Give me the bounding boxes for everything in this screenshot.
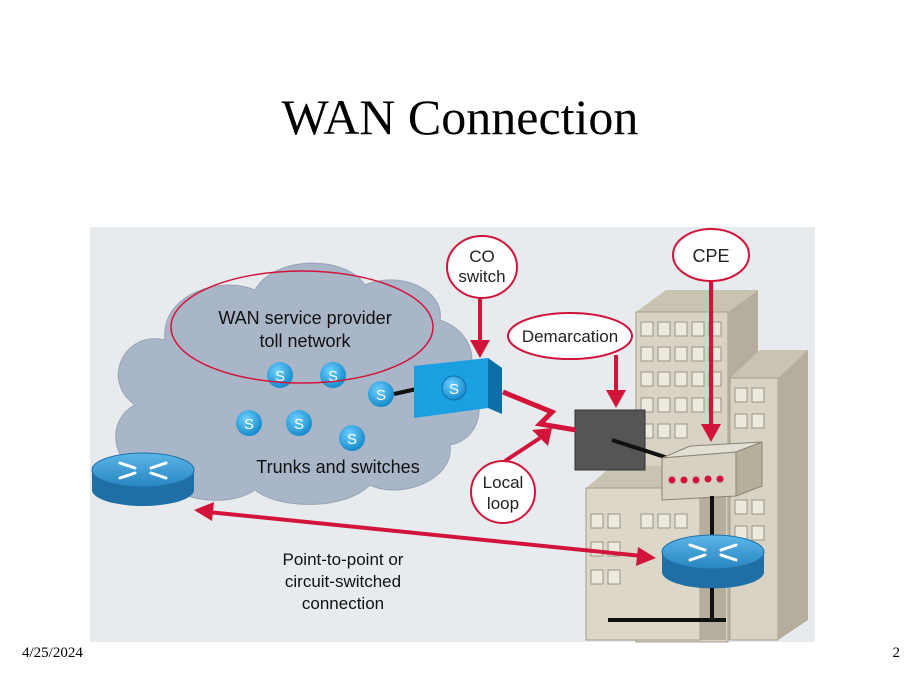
co-switch-device: S <box>414 358 502 418</box>
p2p-label-line2: circuit-switched <box>285 572 401 591</box>
customer-router-icon <box>661 534 765 589</box>
local-loop-label-line1: Local <box>483 473 524 492</box>
cpe-pointer-head <box>701 424 721 442</box>
customer-building <box>585 290 808 643</box>
local-loop-line <box>502 389 577 433</box>
switch-label: S <box>294 416 304 433</box>
switch-label: S <box>376 387 386 404</box>
switch-icon <box>339 425 365 451</box>
slide-number: 2 <box>892 645 901 661</box>
slide-title: WAN Connection <box>281 89 639 145</box>
p2p-label-line3: connection <box>302 594 384 613</box>
local-loop-label-line2: loop <box>487 494 519 513</box>
local-loop-callout <box>470 460 536 524</box>
demarcation-pointer-head <box>606 390 626 408</box>
slide-date: 4/25/2024 <box>22 645 83 661</box>
remote-router-icon <box>91 452 195 506</box>
wan-provider-callout <box>170 270 434 384</box>
demarcation-device <box>574 409 646 471</box>
demarcation-callout <box>507 312 633 360</box>
cpe-device <box>661 441 763 501</box>
co-switch-label-line2: switch <box>458 267 505 286</box>
switch-label: S <box>275 368 285 385</box>
switch-icon <box>368 381 394 407</box>
switch-label: S <box>347 431 357 448</box>
cpe-label: CPE <box>692 246 729 266</box>
co-switch-label-line1: CO <box>469 247 495 266</box>
wan-cloud <box>115 262 480 505</box>
demarcation-label: Demarcation <box>522 327 618 346</box>
switch-icon <box>236 410 262 436</box>
switch-label: S <box>244 416 254 433</box>
switch-label: S <box>328 368 338 385</box>
switch-icon <box>286 410 312 436</box>
trunks-label: Trunks and switches <box>256 457 419 477</box>
p2p-label-line1: Point-to-point or <box>283 550 404 569</box>
local-loop-pointer-head <box>532 428 552 446</box>
cloud-switches: S S S S S S <box>236 362 394 451</box>
demarc-to-cpe-link <box>611 438 669 460</box>
local-loop-pointer <box>503 436 542 463</box>
wan-provider-label-line1: WAN service provider <box>218 308 391 328</box>
point-to-point-arrow <box>194 502 656 566</box>
co-switch-pointer-head <box>470 340 490 358</box>
wan-provider-label-line2: toll network <box>259 331 351 351</box>
switch-label: S <box>449 381 459 398</box>
